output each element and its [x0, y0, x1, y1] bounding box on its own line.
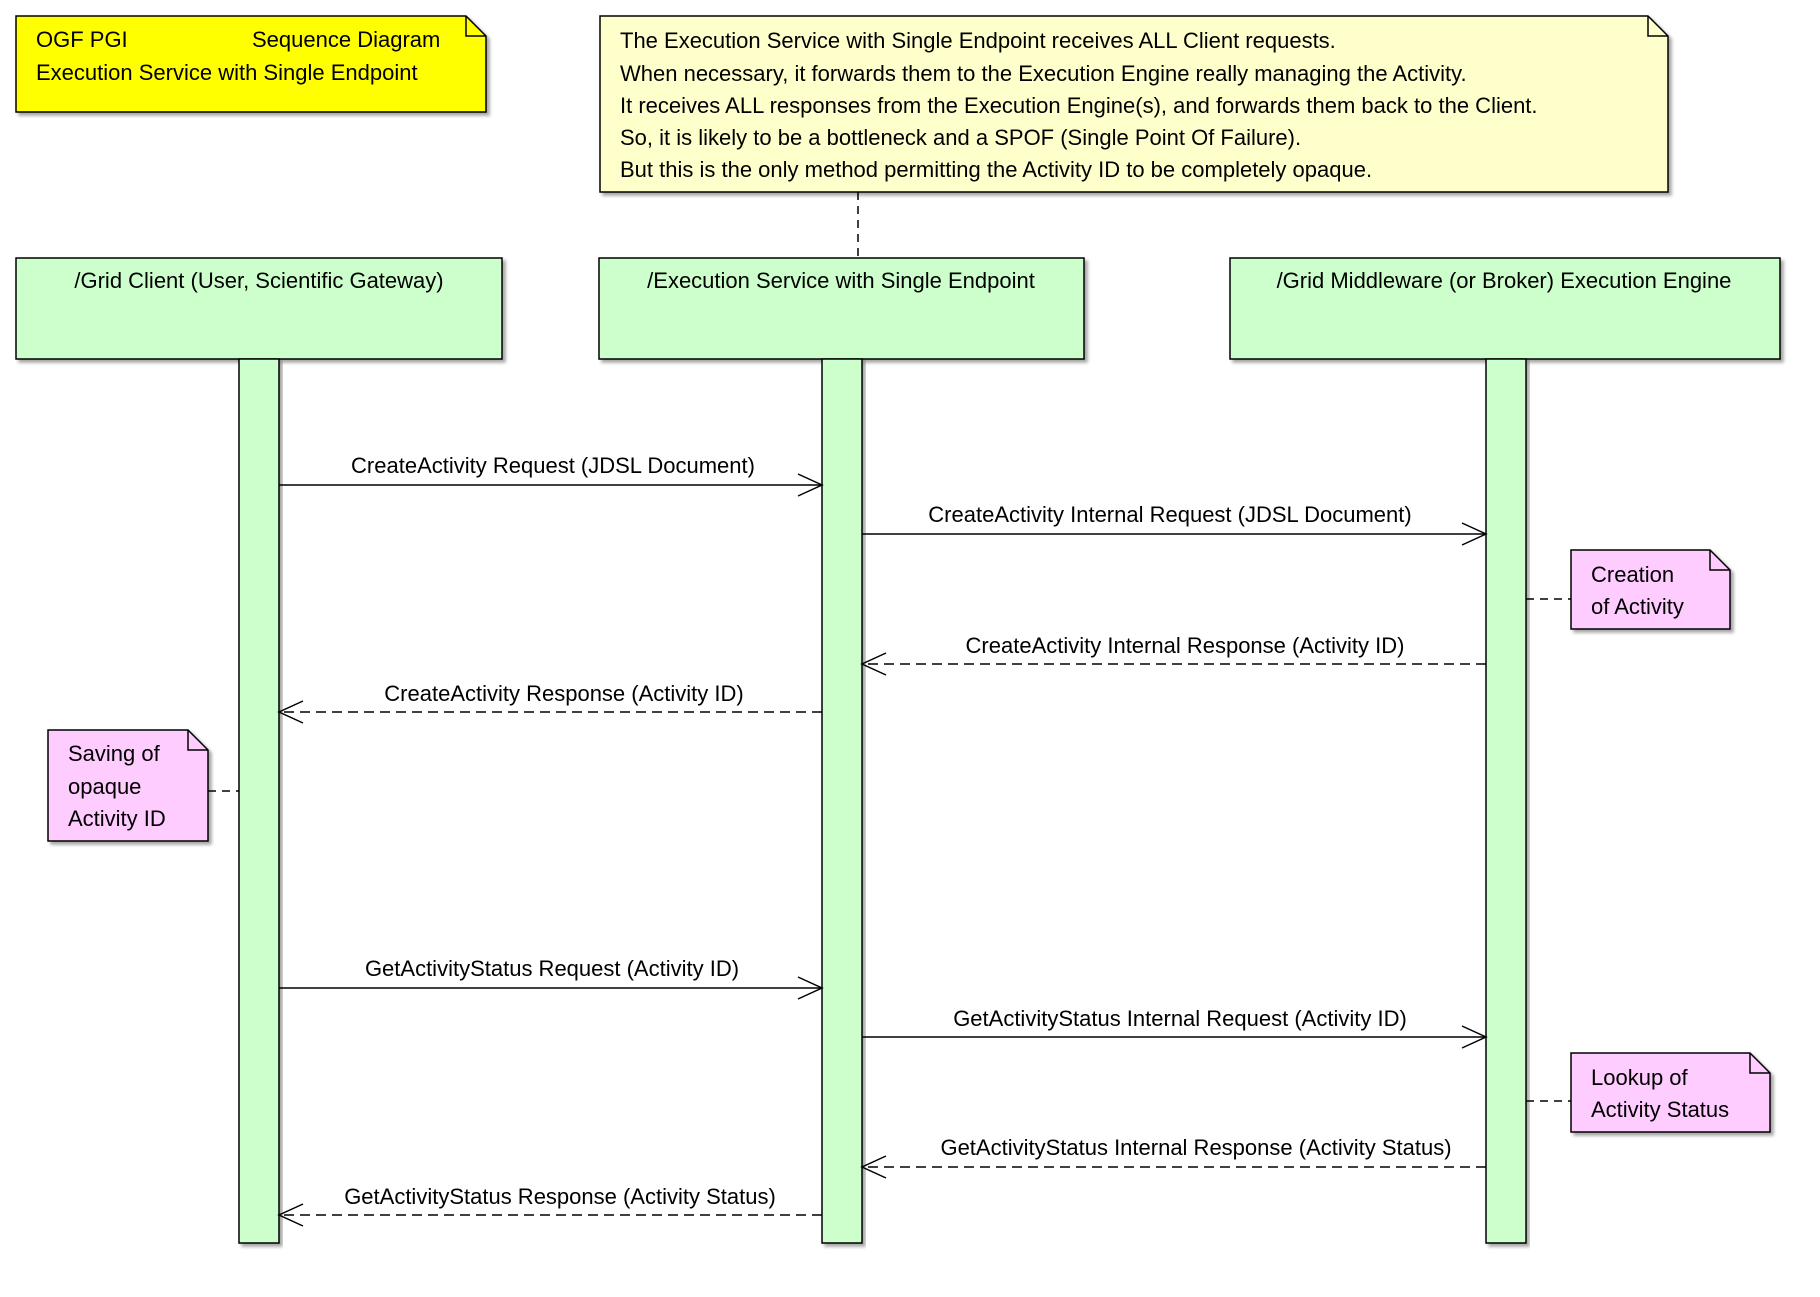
participant-execution-service: /Execution Service with Single Endpoint	[598, 257, 1085, 360]
note-creation-of-activity: Creation of Activity	[1526, 549, 1731, 630]
note-line: Lookup of	[1591, 1065, 1689, 1090]
header-note: OGF PGI Sequence Diagram Execution Servi…	[15, 15, 487, 113]
arrowhead-icon	[860, 1155, 887, 1179]
arrowhead-icon	[797, 976, 824, 1000]
top-note-line: But this is the only method permitting t…	[620, 157, 1372, 182]
note-line: Saving of	[68, 741, 161, 766]
arrowhead-icon	[1461, 1025, 1488, 1049]
message-label: GetActivityStatus Response (Activity Sta…	[344, 1184, 776, 1209]
message-get-activity-status-response: GetActivityStatus Response (Activity Sta…	[277, 1184, 822, 1227]
message-label: CreateActivity Request (JDSL Document)	[351, 453, 755, 478]
arrowhead-icon	[277, 700, 304, 724]
note-line: Creation	[1591, 562, 1674, 587]
header-note-subtitle: Sequence Diagram	[252, 27, 440, 52]
top-note-line: It receives ALL responses from the Execu…	[620, 93, 1538, 118]
message-label: CreateActivity Response (Activity ID)	[384, 681, 743, 706]
note-lookup-of-activity-status: Lookup of Activity Status	[1526, 1052, 1771, 1133]
header-note-title: OGF PGI	[36, 27, 128, 52]
lifeline-execution-service	[821, 358, 863, 1244]
message-label: GetActivityStatus Request (Activity ID)	[365, 956, 739, 981]
top-note-line: The Execution Service with Single Endpoi…	[620, 28, 1336, 53]
message-create-activity-request: CreateActivity Request (JDSL Document)	[279, 453, 824, 497]
note-line: opaque	[68, 774, 141, 799]
message-create-activity-response: CreateActivity Response (Activity ID)	[277, 681, 822, 724]
note-saving-of-opaque-activity-id: Saving of opaque Activity ID	[47, 729, 239, 842]
message-label: GetActivityStatus Internal Response (Act…	[940, 1135, 1451, 1160]
participant-label: /Grid Middleware (or Broker) Execution E…	[1277, 268, 1732, 293]
note-line: Activity Status	[1591, 1097, 1729, 1122]
participant-execution-engine: /Grid Middleware (or Broker) Execution E…	[1229, 257, 1781, 360]
top-note-line: So, it is likely to be a bottleneck and …	[620, 125, 1301, 150]
arrowhead-icon	[797, 473, 824, 497]
arrowhead-icon	[860, 652, 887, 676]
note-line: Activity ID	[68, 806, 166, 831]
message-get-activity-status-internal-request: GetActivityStatus Internal Request (Acti…	[862, 1006, 1488, 1049]
arrowhead-icon	[277, 1203, 304, 1227]
top-note-line: When necessary, it forwards them to the …	[620, 61, 1467, 86]
lifeline-grid-client	[238, 358, 280, 1244]
top-note: The Execution Service with Single Endpoi…	[599, 15, 1669, 193]
participant-label: /Execution Service with Single Endpoint	[647, 268, 1035, 293]
header-note-diagram-name: Execution Service with Single Endpoint	[36, 60, 418, 85]
arrowhead-icon	[1461, 522, 1488, 546]
message-label: CreateActivity Internal Request (JDSL Do…	[928, 502, 1411, 527]
message-create-activity-internal-response: CreateActivity Internal Response (Activi…	[860, 633, 1486, 676]
message-create-activity-internal-request: CreateActivity Internal Request (JDSL Do…	[862, 502, 1488, 546]
participant-grid-client: /Grid Client (User, Scientific Gateway)	[15, 257, 503, 360]
lifeline-execution-engine	[1485, 358, 1527, 1244]
note-line: of Activity	[1591, 594, 1684, 619]
message-get-activity-status-internal-response: GetActivityStatus Internal Response (Act…	[860, 1135, 1486, 1179]
message-get-activity-status-request: GetActivityStatus Request (Activity ID)	[279, 956, 824, 1000]
message-label: GetActivityStatus Internal Request (Acti…	[953, 1006, 1407, 1031]
participant-label: /Grid Client (User, Scientific Gateway)	[74, 268, 443, 293]
message-label: CreateActivity Internal Response (Activi…	[966, 633, 1405, 658]
